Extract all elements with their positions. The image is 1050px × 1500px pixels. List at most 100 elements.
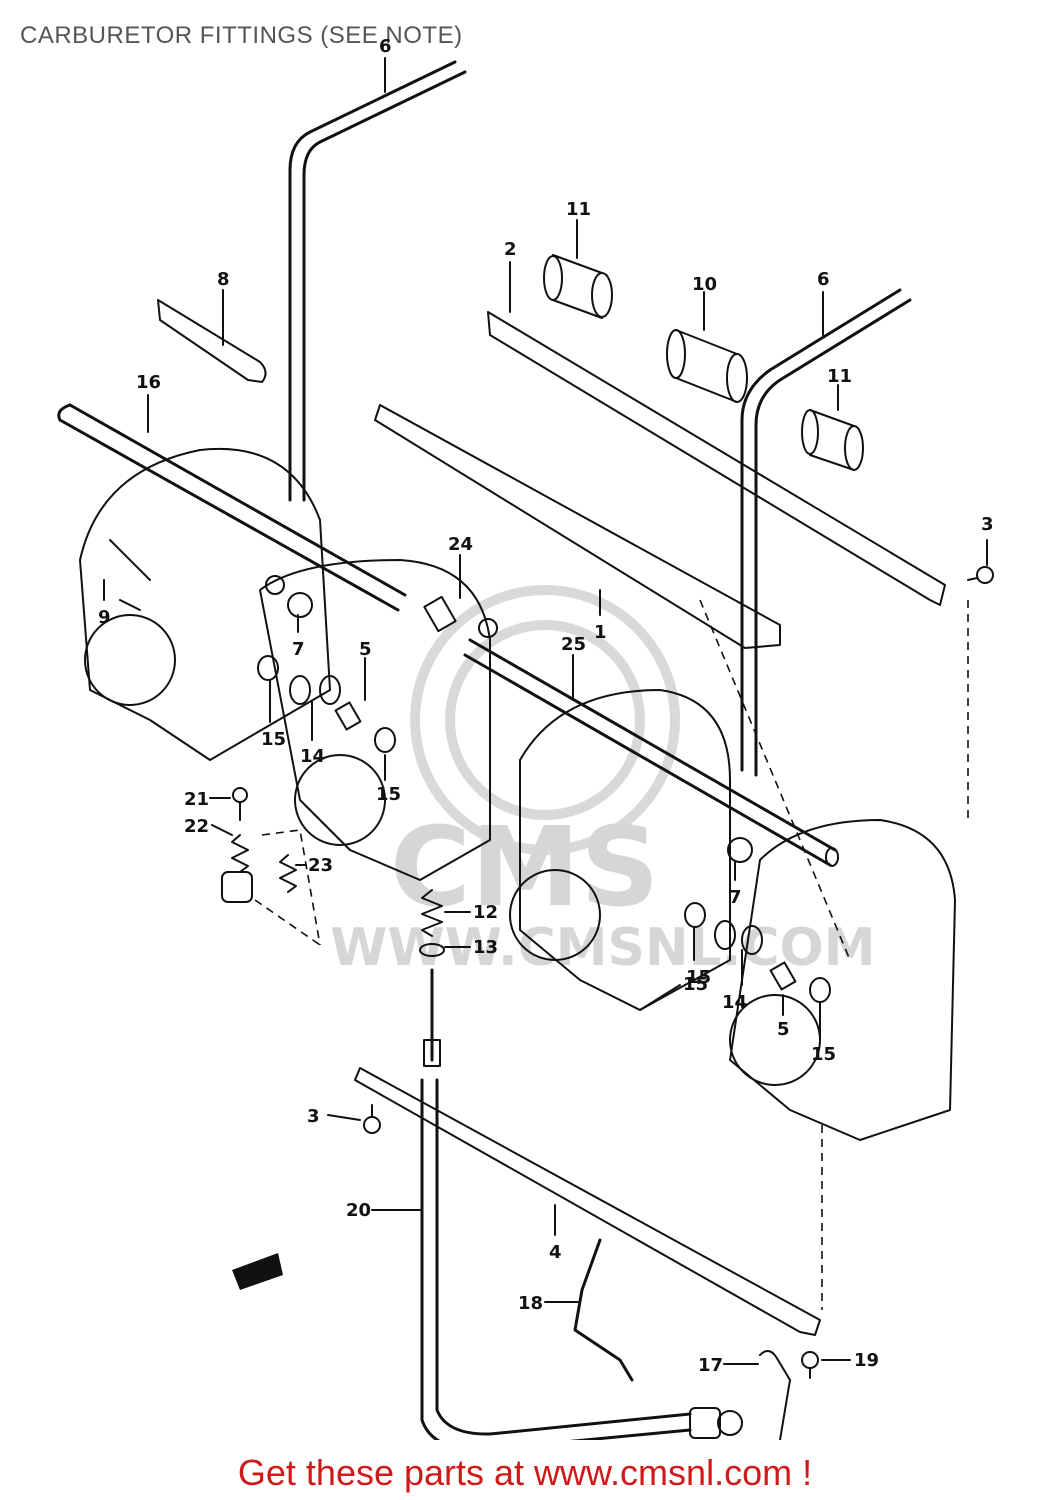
svg-text:25: 25 (561, 634, 586, 655)
watermark-brand: CMS (390, 803, 659, 931)
callout-2: 2 (504, 239, 517, 313)
fitting-9 (109, 539, 151, 611)
bracket-2 (487, 311, 946, 606)
callout-12: 12 (444, 902, 498, 923)
svg-text:6: 6 (817, 269, 830, 290)
svg-text:1: 1 (594, 622, 607, 643)
fitting-5-right (769, 961, 797, 991)
svg-text:4: 4 (549, 1242, 562, 1263)
callout-8: 8 (217, 269, 230, 346)
washer-13 (419, 943, 445, 957)
callout-15-a: 15 (261, 679, 286, 750)
fitting-14-left (289, 675, 341, 705)
svg-text:24: 24 (448, 534, 473, 555)
callout-17: 17 (698, 1355, 759, 1376)
spring-22 (221, 834, 253, 903)
svg-text:23: 23 (308, 855, 333, 876)
rod-16 (68, 403, 407, 597)
vent-tube-top-right (740, 288, 902, 772)
carburetor-2 (259, 559, 491, 881)
fitting-24 (423, 595, 498, 638)
fitting-7-left (265, 575, 313, 618)
callout-18: 18 (518, 1293, 579, 1314)
callout-16: 16 (136, 372, 161, 433)
footer-link-text[interactable]: Get these parts at www.cmsnl.com ! (237, 1452, 813, 1493)
svg-text:18: 18 (518, 1293, 543, 1314)
parts-diagram: CMS WWW.CMSNL.COM (57, 36, 994, 1440)
callout-10: 10 (692, 274, 717, 331)
callout-25: 25 (561, 634, 586, 701)
plate-8 (157, 299, 267, 383)
svg-text:15: 15 (811, 1044, 836, 1065)
sleeve-11-right (801, 409, 864, 471)
svg-text:3: 3 (981, 514, 994, 535)
svg-text:8: 8 (217, 269, 230, 290)
watermark-url: WWW.CMSNL.COM (330, 918, 875, 978)
callout-22: 22 (184, 816, 233, 837)
rod-18 (573, 1238, 634, 1382)
svg-text:15: 15 (261, 729, 286, 750)
callout-1: 1 (594, 589, 607, 643)
sleeve-11-top (543, 254, 613, 319)
callout-3-upper: 3 (981, 514, 994, 566)
callout-5-right: 5 (777, 994, 790, 1040)
screw-3-lower (363, 1104, 381, 1134)
fitting-14-right (714, 920, 763, 955)
callout-7-right: 7 (729, 861, 742, 908)
svg-text:13: 13 (473, 937, 498, 958)
callout-13: 13 (444, 937, 498, 958)
callout-6-top: 6 (379, 36, 392, 93)
carburetor-3 (509, 689, 731, 1011)
hose-end-fitting (689, 1407, 743, 1439)
watermark-logo: CMS WWW.CMSNL.COM (330, 585, 875, 978)
callout-23: 23 (295, 855, 333, 876)
fitting-15-mid (257, 655, 396, 753)
callout-15-d: 15 (639, 974, 708, 1011)
svg-text:21: 21 (184, 789, 209, 810)
spring-23 (279, 854, 297, 893)
vent-tube-top-left (288, 60, 457, 502)
svg-text:3: 3 (307, 1106, 320, 1127)
carburetor-1 (79, 447, 331, 761)
callout-19: 19 (821, 1350, 879, 1371)
clip-17 (759, 1350, 791, 1440)
svg-text:15: 15 (376, 784, 401, 805)
callout-14-right: 14 (722, 949, 747, 1013)
screw-21 (232, 787, 248, 821)
svg-text:11: 11 (827, 366, 852, 387)
svg-text:15: 15 (686, 967, 711, 988)
fitting-5-left (334, 701, 362, 731)
callout-15-c: 15 (686, 927, 711, 988)
hose-20 (420, 1078, 692, 1440)
callout-15-e: 15 (811, 1001, 836, 1065)
svg-text:7: 7 (729, 887, 742, 908)
callout-6-right: 6 (817, 269, 830, 336)
svg-text:14: 14 (722, 992, 747, 1013)
callout-3-lower: 3 (307, 1106, 361, 1127)
svg-text:11: 11 (566, 199, 591, 220)
screw-19 (801, 1351, 819, 1379)
callout-4: 4 (549, 1204, 562, 1263)
callout-11-right: 11 (827, 366, 852, 411)
callout-7-left: 7 (292, 614, 305, 660)
callout-11-top: 11 (566, 199, 591, 259)
callout-5-left: 5 (359, 639, 372, 701)
bracket-4 (354, 1067, 821, 1336)
svg-text:19: 19 (854, 1350, 879, 1371)
svg-text:16: 16 (136, 372, 161, 393)
svg-text:10: 10 (692, 274, 717, 295)
svg-text:22: 22 (184, 816, 209, 837)
callout-24: 24 (448, 534, 473, 599)
svg-text:17: 17 (698, 1355, 723, 1376)
sleeve-10 (666, 329, 748, 403)
svg-text:14: 14 (300, 746, 325, 767)
svg-text:5: 5 (777, 1019, 790, 1040)
svg-text:12: 12 (473, 902, 498, 923)
callout-14-left: 14 (300, 701, 325, 767)
fitting-7-right (727, 837, 753, 863)
svg-text:20: 20 (346, 1200, 371, 1221)
svg-text:2: 2 (504, 239, 517, 260)
rod-25 (468, 638, 837, 852)
svg-text:9: 9 (98, 607, 111, 628)
callout-9: 9 (98, 579, 111, 628)
